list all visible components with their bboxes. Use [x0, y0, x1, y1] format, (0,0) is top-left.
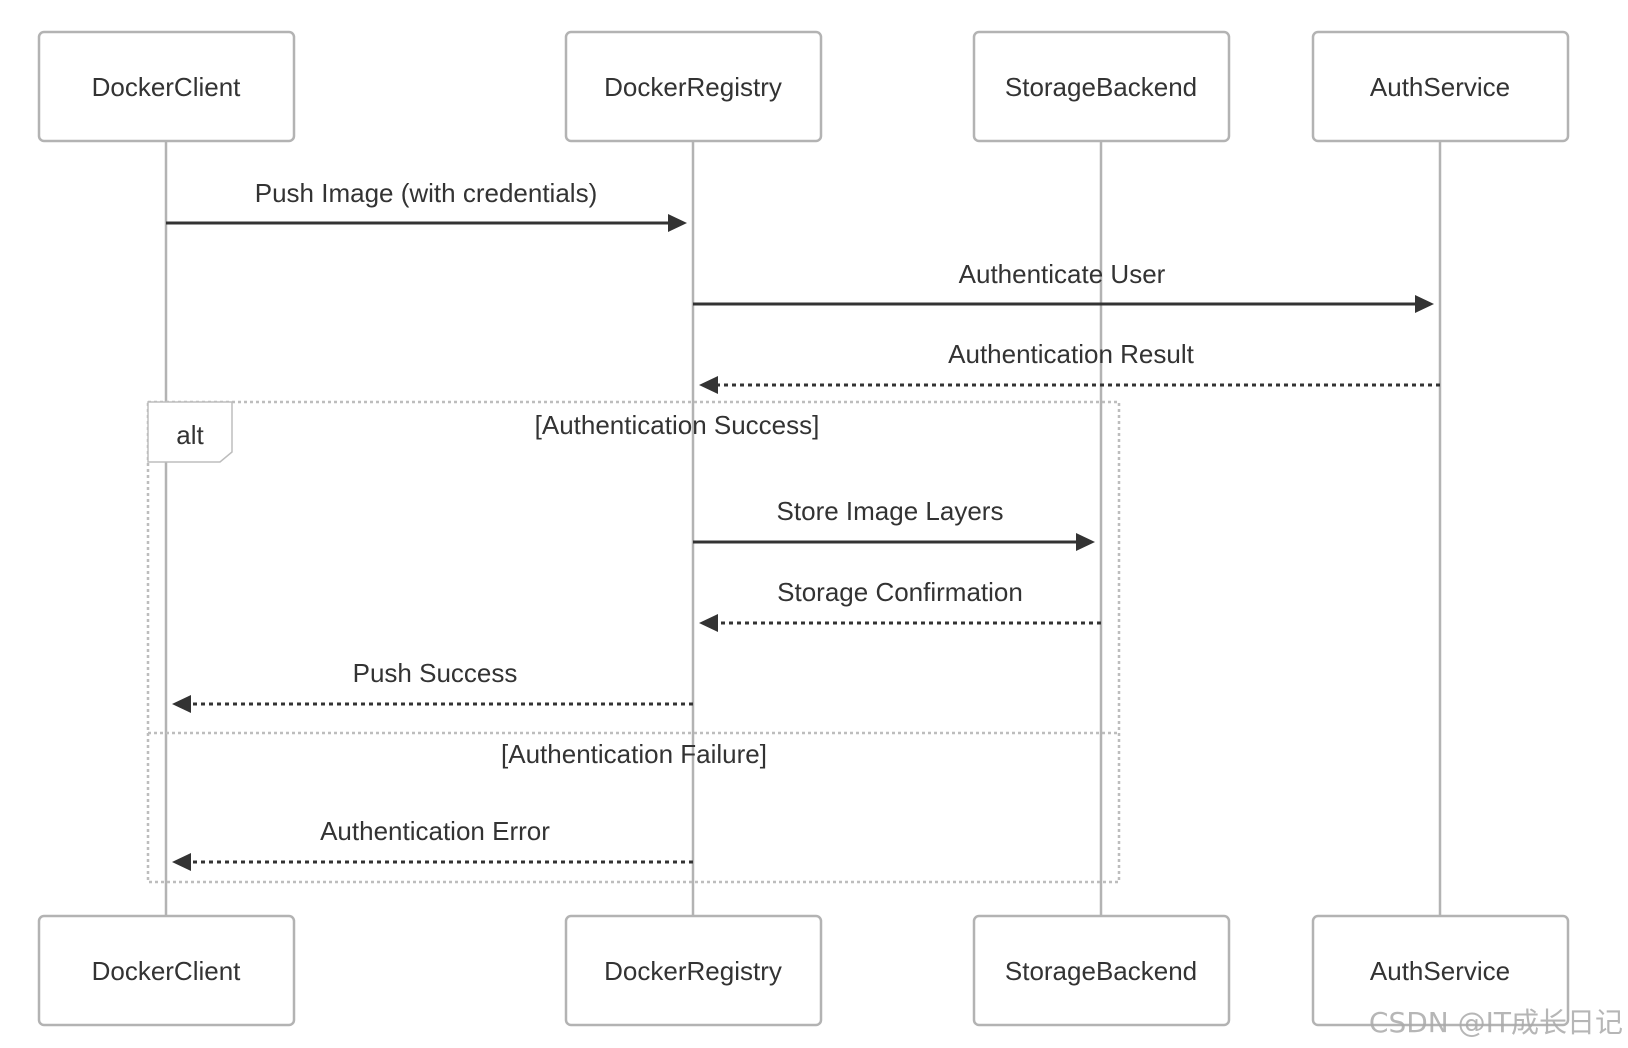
actor-top-auth-service: AuthService [1311, 30, 1570, 143]
actor-label: StorageBackend [1005, 72, 1197, 102]
actor-label: DockerClient [92, 72, 242, 102]
message-store-image-layers: Store Image Layers [693, 496, 1095, 551]
message-label: Authentication Error [320, 816, 550, 846]
actor-bottom-docker-client: DockerClient [37, 914, 296, 1027]
message-label: Push Image (with credentials) [255, 178, 597, 208]
message-label: Authenticate User [959, 259, 1166, 289]
actor-top-docker-client: DockerClient [37, 30, 296, 143]
alt-frame: alt [Authentication Success] [Authentica… [146, 400, 1121, 884]
arrowhead-icon [699, 614, 718, 632]
arrowhead-icon [1415, 295, 1434, 313]
arrowhead-icon [1076, 533, 1095, 551]
message-storage-confirmation: Storage Confirmation [699, 577, 1101, 632]
actor-label: DockerRegistry [604, 72, 782, 102]
alt-frame-tag [147, 401, 233, 463]
actor-label: DockerClient [92, 956, 242, 986]
message-label: Push Success [353, 658, 518, 688]
actor-bottom-docker-registry: DockerRegistry [564, 914, 823, 1027]
watermark-text: CSDN @IT成长日记 [1369, 1006, 1623, 1039]
actor-top-docker-registry: DockerRegistry [564, 30, 823, 143]
arrowhead-icon [172, 853, 191, 871]
guard-authentication-success: [Authentication Success] [535, 410, 820, 440]
actor-bottom-storage-backend: StorageBackend [972, 914, 1231, 1027]
message-authentication-error: Authentication Error [172, 816, 693, 871]
message-authenticate-user: Authenticate User [693, 259, 1434, 313]
message-label: Storage Confirmation [777, 577, 1023, 607]
actor-label: StorageBackend [1005, 956, 1197, 986]
actor-label: AuthService [1370, 956, 1510, 986]
actor-bottom-auth-service: AuthService [1311, 914, 1570, 1027]
guard-authentication-failure: [Authentication Failure] [501, 739, 767, 769]
alt-frame-tag-label: alt [176, 420, 204, 450]
arrowhead-icon [699, 376, 718, 394]
arrowhead-icon [172, 695, 191, 713]
message-authentication-result: Authentication Result [699, 339, 1440, 394]
message-label: Store Image Layers [777, 496, 1004, 526]
actor-label: DockerRegistry [604, 956, 782, 986]
message-label: Authentication Result [948, 339, 1194, 369]
message-push-success: Push Success [172, 658, 693, 713]
actor-top-storage-backend: StorageBackend [972, 30, 1231, 143]
actor-label: AuthService [1370, 72, 1510, 102]
arrowhead-icon [668, 214, 687, 232]
message-push-image: Push Image (with credentials) [166, 178, 687, 232]
